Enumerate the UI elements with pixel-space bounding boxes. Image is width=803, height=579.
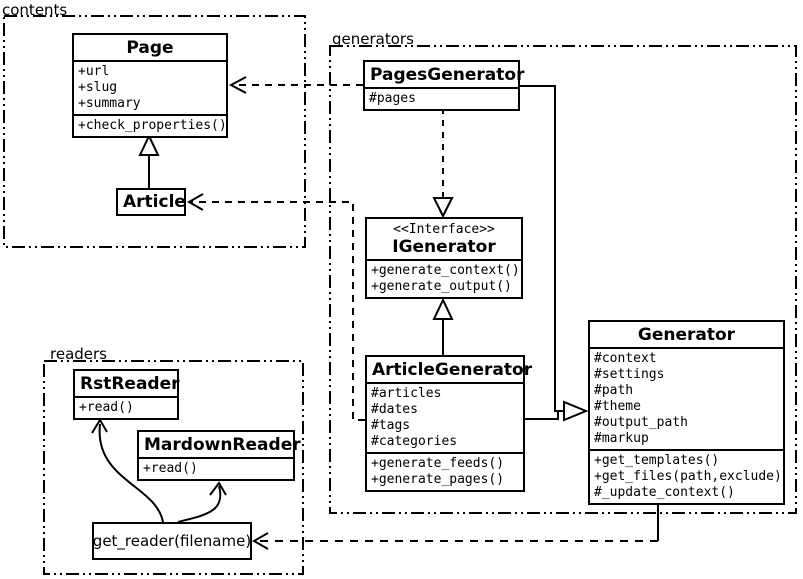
attribute-row: +slug bbox=[78, 80, 118, 95]
class-box-igenerator: <<Interface>> IGenerator +generate_conte… bbox=[365, 217, 523, 299]
attribute-row: #categories bbox=[371, 434, 458, 449]
open-arrowhead-at-mardownreader bbox=[209, 481, 227, 496]
attribute-row: #markup bbox=[594, 431, 649, 446]
class-box-mardownreader: MardownReader +read() bbox=[137, 430, 301, 481]
class-title: PagesGenerator bbox=[370, 65, 525, 85]
curved-line-getreader-mardownreader bbox=[177, 485, 222, 523]
curved-line-getreader-rstreader bbox=[98, 423, 164, 523]
inheritance-line-pagesgenerator-generator bbox=[520, 85, 564, 412]
class-title: Article bbox=[123, 192, 186, 212]
attribute-row: #output_path bbox=[594, 415, 688, 430]
class-box-articlegenerator: ArticleGenerator #articles #dates #tags … bbox=[365, 355, 533, 492]
package-label-generators: generators bbox=[332, 30, 414, 48]
class-box-generator: Generator #context #settings #path #them… bbox=[588, 320, 785, 505]
method-row: +get_templates() bbox=[594, 453, 720, 468]
methods-compartment: +read() bbox=[139, 457, 293, 479]
attributes-compartment: #articles #dates #tags #categories bbox=[367, 382, 523, 452]
method-row: +generate_context() bbox=[371, 263, 520, 278]
attribute-row: #theme bbox=[594, 399, 641, 414]
package-label-contents: contents bbox=[2, 1, 68, 19]
class-title: Generator bbox=[637, 325, 736, 345]
attribute-row: +url bbox=[78, 64, 110, 79]
inheritance-triangle-at-igenerator bbox=[432, 297, 454, 320]
inheritance-triangle-article-page bbox=[138, 133, 160, 156]
attributes-compartment: #context #settings #path #theme #output_… bbox=[590, 347, 783, 449]
open-arrowhead-at-page bbox=[228, 76, 247, 94]
method-row: #_update_context() bbox=[594, 485, 735, 500]
methods-compartment: +get_templates() +get_files(path,exclude… bbox=[590, 449, 783, 503]
method-row: +check_properties() bbox=[78, 118, 227, 133]
attribute-row: #articles bbox=[371, 386, 442, 401]
class-box-article: Article bbox=[116, 188, 186, 216]
attribute-row: #pages bbox=[369, 91, 416, 106]
class-stereotype: <<Interface>> bbox=[393, 222, 495, 237]
attribute-row: #tags bbox=[371, 418, 411, 433]
class-title: ArticleGenerator bbox=[372, 360, 533, 380]
inheritance-triangle-at-generator bbox=[563, 400, 589, 422]
method-row: +generate_pages() bbox=[371, 472, 505, 487]
method-row: +get_files(path,exclude) bbox=[594, 469, 782, 484]
attribute-row: #context bbox=[594, 351, 657, 366]
method-row: +read() bbox=[143, 461, 198, 476]
class-title: IGenerator bbox=[392, 237, 496, 257]
function-box-getreader: get_reader(filename) bbox=[92, 522, 252, 560]
class-title: MardownReader bbox=[144, 435, 301, 455]
attributes-compartment: +url +slug +summary bbox=[74, 60, 226, 114]
realization-triangle-at-igenerator bbox=[432, 197, 454, 219]
method-row: +generate_feeds() bbox=[371, 456, 505, 471]
methods-compartment: +generate_context() +generate_output() bbox=[367, 259, 521, 297]
methods-compartment: +check_properties() bbox=[74, 114, 227, 136]
package-border-contents bbox=[3, 15, 306, 248]
method-row: +generate_output() bbox=[371, 279, 512, 294]
class-title: Page bbox=[126, 38, 174, 58]
open-arrowhead-at-getreader bbox=[251, 532, 269, 550]
attributes-compartment: #pages bbox=[365, 87, 518, 109]
open-arrowhead-at-article bbox=[186, 193, 204, 211]
methods-compartment: +generate_feeds() +generate_pages() bbox=[367, 452, 523, 490]
open-arrowhead-at-rstreader bbox=[91, 418, 108, 434]
attribute-row: +summary bbox=[78, 96, 141, 111]
inheritance-line-articlegenerator-generator bbox=[525, 411, 559, 420]
method-row: +read() bbox=[79, 400, 134, 415]
package-label-readers: readers bbox=[50, 345, 107, 363]
class-box-rstreader: RstReader +read() bbox=[73, 369, 180, 420]
dependency-line-articlegenerator-article bbox=[191, 201, 365, 421]
package-border-generators bbox=[329, 45, 797, 514]
methods-compartment: +read() bbox=[75, 396, 177, 418]
class-box-page: Page +url +slug +summary +check_properti… bbox=[72, 33, 228, 138]
attribute-row: #settings bbox=[594, 367, 665, 382]
class-box-pagesgenerator: PagesGenerator #pages bbox=[363, 60, 525, 111]
class-title: RstReader bbox=[80, 374, 180, 394]
attribute-row: #path bbox=[594, 383, 634, 398]
attribute-row: #dates bbox=[371, 402, 418, 417]
package-border-readers bbox=[43, 360, 304, 575]
